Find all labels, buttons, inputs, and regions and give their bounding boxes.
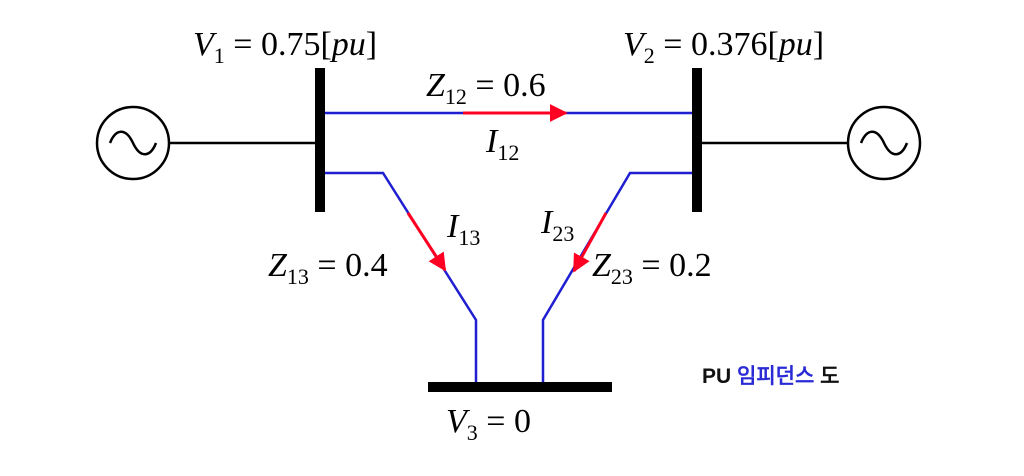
- bus-3: [428, 382, 612, 392]
- generator-2-ac-source-icon: [846, 105, 922, 181]
- v1-label: V1 = 0.75[pu]: [193, 26, 377, 68]
- v2-label: V2 = 0.376[pu]: [623, 26, 824, 68]
- v3-label: V3 = 0: [446, 403, 531, 445]
- caption-highlight: 임피던스: [737, 365, 814, 388]
- diagram-caption: PU 임피던스 도: [702, 365, 839, 388]
- z13-label: Z13 = 0.4: [268, 247, 388, 289]
- current-arrow-i23: [572, 212, 608, 273]
- z23-label: Z23 = 0.2: [592, 247, 712, 289]
- i12-label: I12: [485, 123, 519, 165]
- current-arrow-i13: [406, 212, 447, 272]
- i13-label: I13: [446, 208, 480, 250]
- i23-label: I23: [540, 204, 574, 246]
- z12-label: Z12 = 0.6: [426, 67, 546, 109]
- generator-1-ac-source-icon: [95, 105, 171, 181]
- bus-1: [315, 68, 325, 212]
- bus-2: [692, 68, 702, 212]
